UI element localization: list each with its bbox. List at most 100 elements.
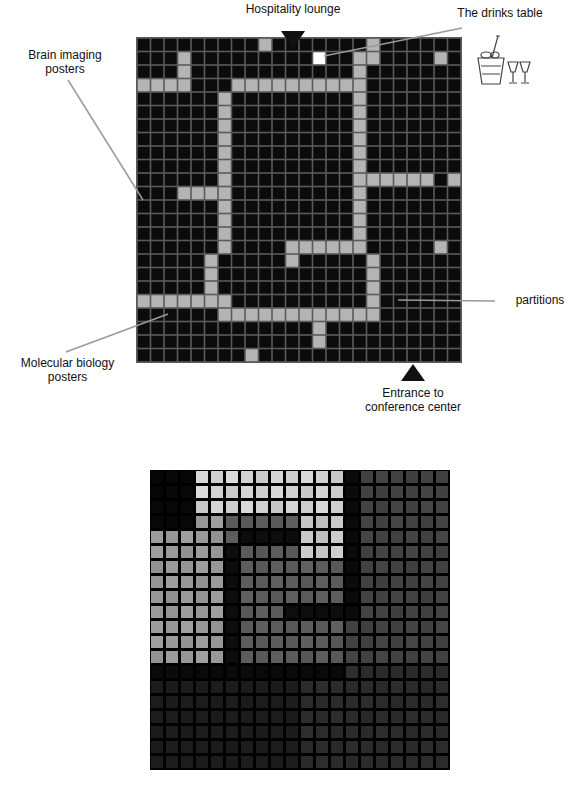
floor-cell	[367, 79, 379, 91]
heat-cell	[331, 651, 343, 663]
floor-cell	[165, 214, 177, 226]
floor-cell	[435, 201, 447, 213]
heat-cell	[316, 546, 328, 558]
heat-cell	[421, 531, 433, 543]
floor-cell	[381, 322, 393, 334]
heat-cell	[166, 486, 178, 498]
floor-cell	[192, 322, 204, 334]
floor-cell	[286, 147, 298, 159]
partition-cell	[354, 52, 366, 64]
floor-cell	[205, 201, 217, 213]
floor-cell	[300, 52, 312, 64]
floor-cell	[286, 187, 298, 199]
floor-cell	[394, 120, 406, 132]
heat-cell	[226, 696, 238, 708]
floor-cell	[259, 268, 271, 280]
heat-cell	[151, 501, 163, 513]
heat-cell	[181, 621, 193, 633]
floor-cell	[394, 66, 406, 78]
floor-cell	[448, 106, 460, 118]
heat-cell	[256, 711, 268, 723]
heat-cell	[196, 651, 208, 663]
heat-cell	[256, 486, 268, 498]
floor-cell	[205, 228, 217, 240]
floor-cell	[340, 282, 352, 294]
heat-cell	[196, 576, 208, 588]
floor-cell	[192, 241, 204, 253]
heat-cell	[391, 606, 403, 618]
floor-cell	[313, 93, 325, 105]
heat-cell	[211, 756, 223, 768]
floor-cell	[165, 255, 177, 267]
heat-cell	[346, 576, 358, 588]
floor-cell	[394, 268, 406, 280]
floor-cell	[354, 268, 366, 280]
floor-cell	[138, 160, 150, 172]
partition-cell	[286, 255, 298, 267]
heat-cell	[376, 516, 388, 528]
floor-cell	[327, 174, 339, 186]
heat-cell	[256, 471, 268, 483]
heat-cell	[181, 576, 193, 588]
floor-cell	[408, 214, 420, 226]
floor-cell	[421, 282, 433, 294]
floor-cell	[205, 133, 217, 145]
heat-cell	[436, 681, 448, 693]
heat-cell	[166, 636, 178, 648]
floor-cell	[300, 147, 312, 159]
floor-cell	[300, 39, 312, 51]
heat-cell	[391, 741, 403, 753]
heat-cell	[421, 606, 433, 618]
floor-cell	[448, 336, 460, 348]
heat-cell	[226, 681, 238, 693]
floor-cell	[165, 147, 177, 159]
heat-cell	[346, 546, 358, 558]
floor-cell	[448, 282, 460, 294]
partition-cell	[273, 79, 285, 91]
floor-cell	[340, 133, 352, 145]
heat-cell	[331, 531, 343, 543]
floor-cell	[340, 228, 352, 240]
heat-cell	[301, 546, 313, 558]
heat-cell	[331, 606, 343, 618]
heat-cell	[421, 516, 433, 528]
floor-cell	[178, 336, 190, 348]
drinks-table-cell	[313, 52, 325, 64]
heat-cell	[241, 621, 253, 633]
floor-cell	[165, 282, 177, 294]
heat-cell	[391, 546, 403, 558]
floor-cell	[246, 282, 258, 294]
floor-cell	[178, 174, 190, 186]
floor-cell	[327, 106, 339, 118]
heat-cell	[256, 756, 268, 768]
floor-cell	[232, 160, 244, 172]
floor-cell	[435, 228, 447, 240]
floor-cell	[408, 147, 420, 159]
heat-cell	[256, 696, 268, 708]
heat-cell	[181, 726, 193, 738]
heat-cell	[301, 486, 313, 498]
floor-cell	[151, 120, 163, 132]
heat-cell	[301, 681, 313, 693]
floor-cell	[300, 106, 312, 118]
heat-cell	[151, 486, 163, 498]
heat-cell	[436, 726, 448, 738]
floor-cell	[273, 147, 285, 159]
heat-cell	[316, 711, 328, 723]
floor-cell	[151, 106, 163, 118]
floor-cell	[192, 201, 204, 213]
heat-cell	[301, 726, 313, 738]
floor-cell	[219, 255, 231, 267]
callout-label: Molecular biology posters	[10, 356, 125, 384]
heat-cell	[226, 636, 238, 648]
floor-cell	[448, 39, 460, 51]
floor-cell	[381, 214, 393, 226]
partition-cell	[354, 174, 366, 186]
floor-cell	[327, 228, 339, 240]
floor-cell	[408, 201, 420, 213]
heat-cell	[316, 696, 328, 708]
floor-cell	[300, 214, 312, 226]
floor-cell	[367, 201, 379, 213]
heat-cell	[151, 681, 163, 693]
heat-cell	[226, 606, 238, 618]
